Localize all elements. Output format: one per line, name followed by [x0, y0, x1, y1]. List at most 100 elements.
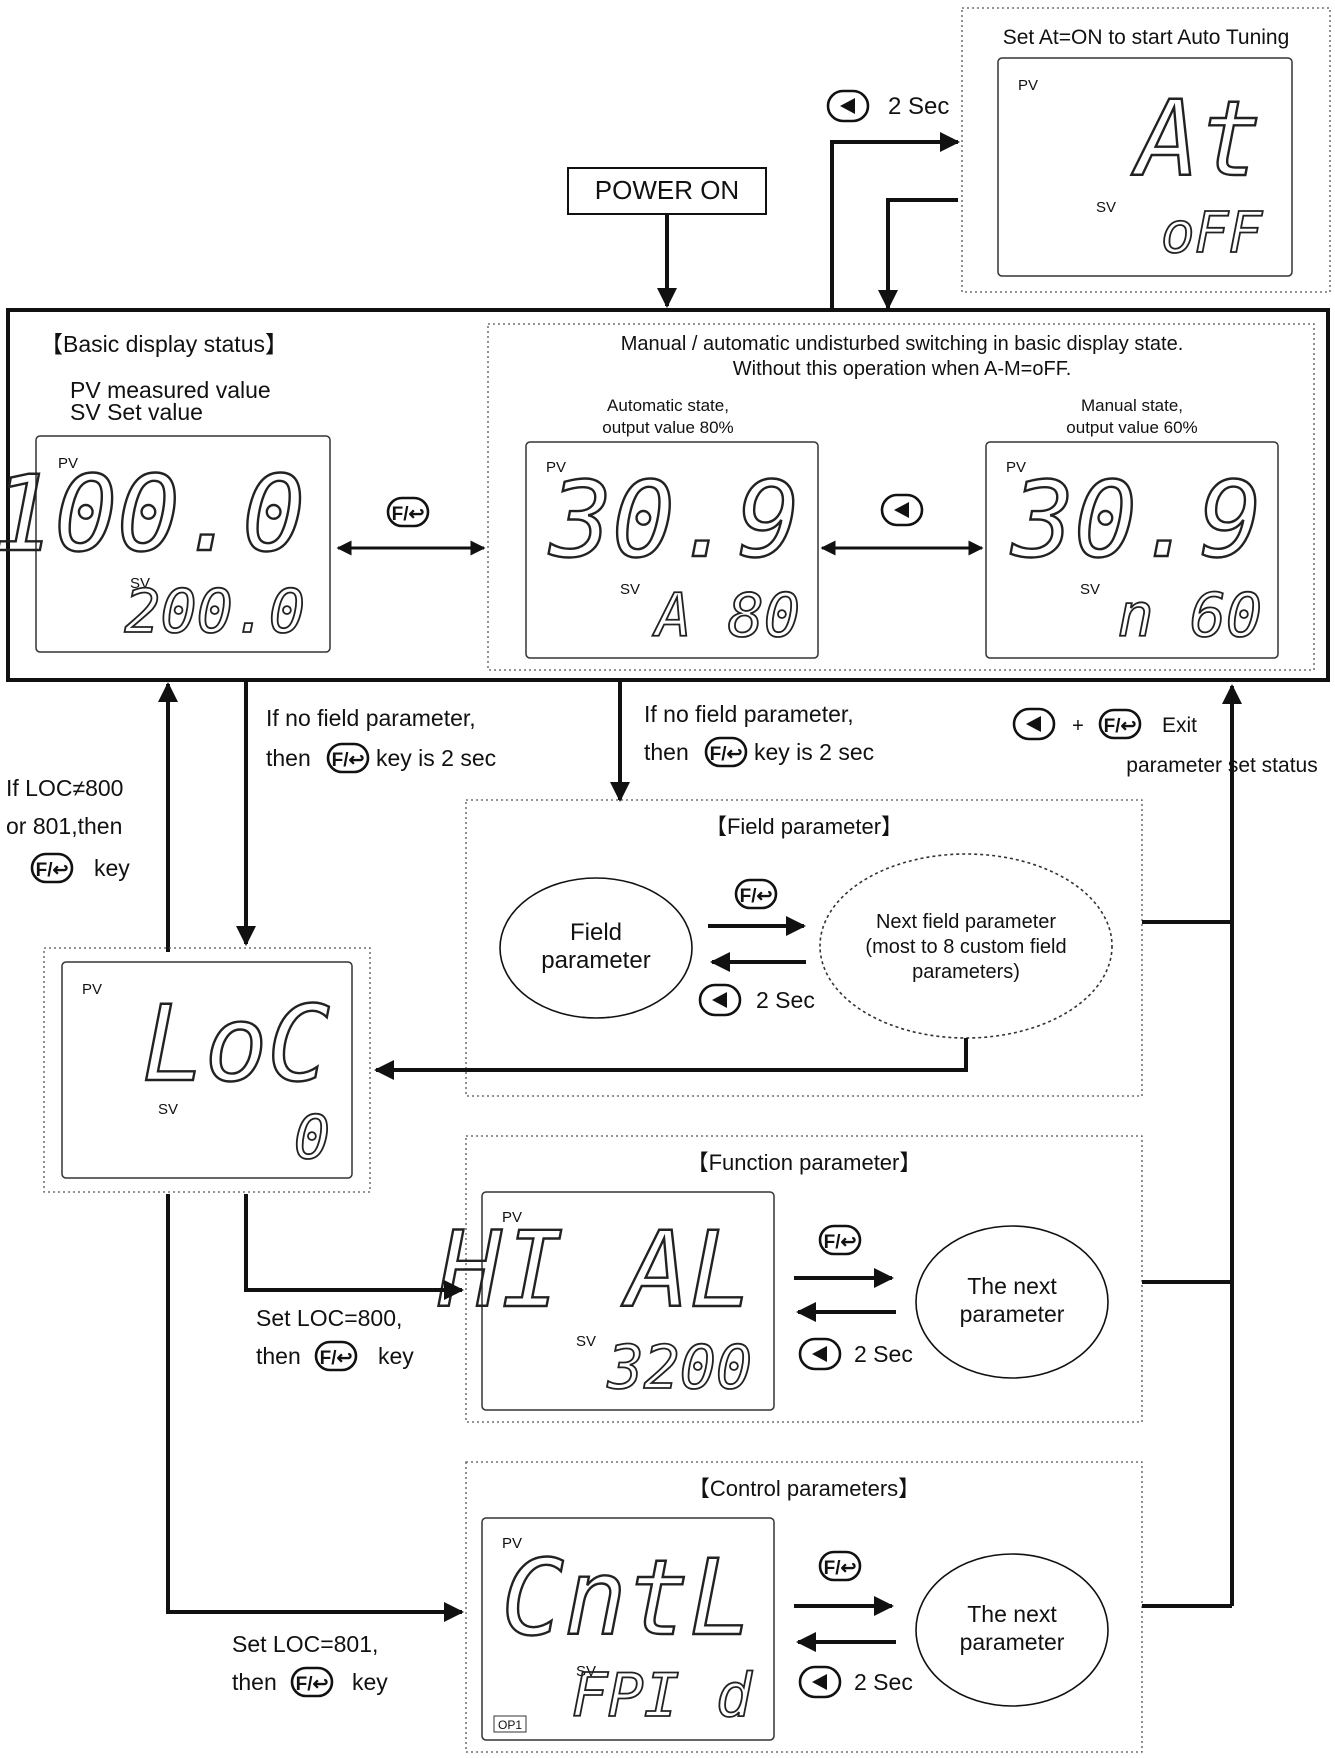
- basic-title: 【Basic display status】: [40, 331, 288, 357]
- function-panel: [465, 1135, 1143, 1423]
- autotune-title: Set At=ON to start Auto Tuning: [1003, 26, 1290, 49]
- arrow-loc-to-function: [244, 1194, 464, 1300]
- pv-label: PV: [1018, 77, 1038, 94]
- left-key-icon: [798, 1337, 842, 1371]
- f-key-label: F/↩: [332, 750, 365, 771]
- f-key-label: F/↩: [392, 504, 425, 525]
- control-set-line1: Set LOC=801,: [232, 1631, 378, 1657]
- arrow-field-to-loc: [374, 1038, 968, 1080]
- control-lcd: [481, 1517, 775, 1741]
- auto-sv-display: A 80: [652, 581, 801, 651]
- sv-label: SV: [1080, 581, 1100, 598]
- auto-pv-display: 30.9: [549, 459, 800, 581]
- field-right-line1: Next field parameter: [876, 911, 1056, 933]
- f-key-label: F/↩: [36, 860, 69, 881]
- field-right-line3: parameters): [912, 961, 1020, 983]
- field-param-ellipse: [499, 877, 693, 1019]
- op1-badge: [493, 1715, 527, 1733]
- field-panel: [465, 799, 1143, 1097]
- basic-pv-display: 100.0: [0, 453, 305, 575]
- field-left-line2: parameter: [541, 947, 650, 974]
- auto-label1: Automatic state,: [607, 396, 729, 415]
- function-time: 2 Sec: [854, 1341, 913, 1367]
- f-key-label: F/↩: [824, 1232, 857, 1253]
- mid-if-line1: If no field parameter,: [644, 701, 854, 727]
- control-time: 2 Sec: [854, 1669, 913, 1695]
- basic-sv-display: 200.0: [124, 577, 305, 647]
- basic-line2: SV Set value: [70, 399, 203, 425]
- pv-label: PV: [502, 1535, 522, 1552]
- function-lcd: [481, 1191, 775, 1411]
- left-key-icon: [826, 89, 870, 123]
- control-pv-display: CntL: [502, 1537, 752, 1659]
- field-right-line2: (most to 8 custom field: [865, 936, 1066, 958]
- autotune-pv-display: At: [1131, 78, 1262, 200]
- sv-label: SV: [576, 1663, 596, 1680]
- pv-label: PV: [58, 455, 78, 472]
- sv-label: SV: [620, 581, 640, 598]
- function-set-line2a: then: [256, 1343, 301, 1369]
- power-on-label: POWER ON: [595, 175, 739, 205]
- loc-cond-b: or 801,then: [6, 813, 122, 839]
- left-key-icon: [880, 493, 924, 527]
- f-key-label: F/↩: [1104, 716, 1137, 737]
- f-key-label: F/↩: [740, 886, 773, 907]
- sv-label: SV: [130, 575, 150, 592]
- autotune-lcd: [997, 57, 1293, 277]
- left-if-line1: If no field parameter,: [266, 705, 476, 731]
- arrow-to-autotune: [830, 132, 960, 308]
- function-pv-display: HI AL: [438, 1209, 752, 1331]
- f-key-label: F/↩: [296, 1674, 329, 1695]
- auto-label2: output value 80%: [602, 418, 733, 437]
- function-set-line1: Set LOC=800,: [256, 1305, 402, 1331]
- control-set-line2b: key: [352, 1669, 388, 1695]
- exit-line2: parameter set status: [1126, 754, 1317, 777]
- pv-label: PV: [82, 981, 102, 998]
- loc-cond-a: If LOC≠800: [6, 775, 123, 801]
- loc-sv-display: 0: [294, 1103, 330, 1173]
- auto-lcd: [525, 441, 819, 659]
- function-sv-display: 3200: [607, 1333, 753, 1403]
- function-next-line1: The next: [967, 1273, 1057, 1299]
- function-next-ellipse: [915, 1225, 1109, 1379]
- next-field-ellipse: [819, 853, 1113, 1039]
- mid-if-line2a: then: [644, 739, 689, 765]
- function-next-line2: parameter: [960, 1301, 1065, 1327]
- loc-pv-display: LoC: [142, 983, 330, 1105]
- function-title: 【Function parameter】: [687, 1150, 922, 1175]
- loc-lcd: [61, 961, 353, 1179]
- sv-label: SV: [1096, 199, 1116, 216]
- pv-label: PV: [1006, 459, 1026, 476]
- left-key-icon: [698, 983, 742, 1017]
- field-left-line1: Field: [570, 919, 622, 946]
- manual-sv-display: n 60: [1118, 581, 1263, 651]
- autotune-sv-display: oFF: [1161, 201, 1263, 266]
- control-set-line2a: then: [232, 1669, 277, 1695]
- manual-pv-display: 30.9: [1011, 459, 1262, 581]
- control-sv-display: FPI d: [571, 1661, 752, 1731]
- arrow-from-autotune: [878, 198, 958, 310]
- manual-auto-panel: [487, 323, 1315, 671]
- control-title: 【Control parameters】: [688, 1476, 920, 1501]
- mid-if-line2b: key is 2 sec: [754, 739, 874, 765]
- arrow-loc-to-control: [166, 1194, 464, 1622]
- autotune-panel: [961, 7, 1331, 293]
- f-key-label: F/↩: [710, 744, 743, 765]
- left-if-line2b: key is 2 sec: [376, 745, 496, 771]
- basic-display-frame: [6, 308, 1330, 682]
- manual-line1: Manual / automatic undisturbed switching…: [621, 333, 1184, 355]
- f-key-label: F/↩: [824, 1558, 857, 1579]
- manual-line2: Without this operation when A-M=oFF.: [733, 358, 1072, 380]
- f-key-label: F/↩: [320, 1348, 353, 1369]
- left-key-icon: [798, 1665, 842, 1699]
- function-set-line2b: key: [378, 1343, 414, 1369]
- plus-sign: +: [1072, 715, 1084, 737]
- autotune-key-time: 2 Sec: [888, 93, 949, 120]
- control-next-line2: parameter: [960, 1629, 1065, 1655]
- exit-line1: Exit: [1162, 714, 1197, 737]
- op1-label: OP1: [498, 1718, 522, 1732]
- pv-label: PV: [546, 459, 566, 476]
- manual-lcd: [985, 441, 1279, 659]
- basic-lcd: [35, 435, 331, 653]
